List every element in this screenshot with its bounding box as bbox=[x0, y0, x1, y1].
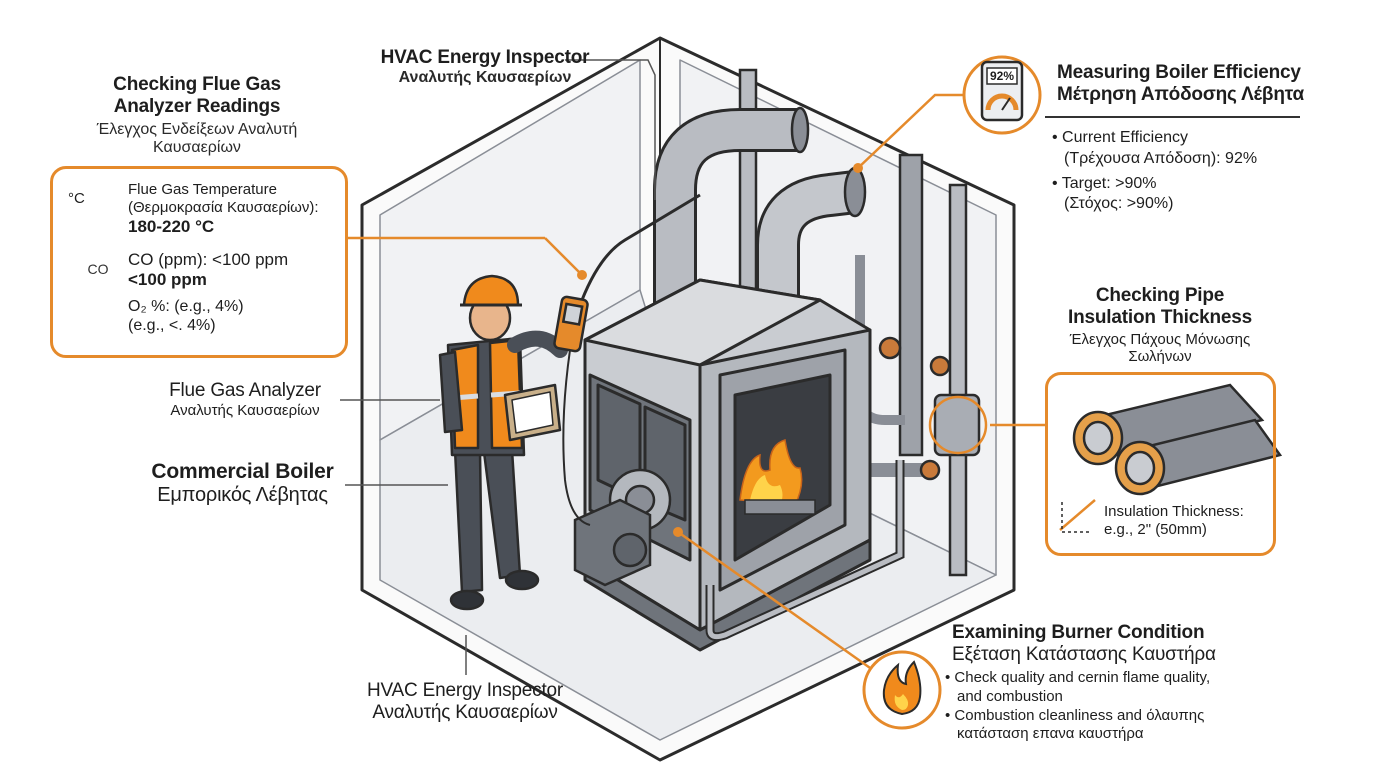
efficiency-bullets: • Current Efficiency (Τρέχουσα Απόδοση):… bbox=[1052, 128, 1352, 215]
top-inspector-subtitle: Αναλυτής Καυσαερίων bbox=[398, 68, 572, 86]
bottom-inspector-subtitle: Αναλυτής Καυσαερίων bbox=[372, 701, 558, 723]
analyzer-subtitle: Αναλυτής Καυσαερίων bbox=[170, 401, 320, 419]
co-value: <100 ppm bbox=[128, 270, 207, 290]
insulation-box bbox=[1045, 372, 1276, 556]
temp-icon-label: °C bbox=[68, 190, 85, 207]
burner-bullet1-line2: and combustion bbox=[957, 687, 1063, 705]
o2-label: O₂ %: (e.g., 4%) bbox=[128, 298, 244, 315]
efficiency-subtitle: Μέτρηση Απόδοσης Λέβητα bbox=[1057, 83, 1304, 105]
insulation-label-line1: Insulation Thickness: bbox=[1104, 503, 1244, 520]
efficiency-divider bbox=[1045, 116, 1300, 118]
boiler-title: Commercial Boiler bbox=[151, 460, 334, 483]
co-reading: CO (ppm): <100 ppm <100 ppm bbox=[128, 250, 343, 291]
efficiency-bullet1-line1: • Current Efficiency bbox=[1052, 129, 1189, 146]
flue-gas-analyzer-device bbox=[553, 193, 701, 526]
insulation-title-line1: Checking Pipe bbox=[1095, 285, 1225, 306]
flue-readings-title-line1: Checking Flue Gas bbox=[113, 74, 281, 95]
gauge-readout: 92% bbox=[989, 69, 1015, 83]
temp-label-gr: (Θερμοκρασία Καυσαερίων): bbox=[128, 199, 319, 216]
insulation-reading: Insulation Thickness: e.g., 2" (50mm) bbox=[1104, 503, 1274, 539]
burner-bullet2-line2: κατάσταση επανα καυστήρα bbox=[957, 725, 1144, 743]
flue-readings-header: Checking Flue Gas Analyzer Readings Έλεγ… bbox=[52, 74, 342, 157]
efficiency-bullet1-line2: (Τρέχουσα Απόδοση): 92% bbox=[1064, 149, 1258, 167]
insulation-header: Checking Pipe Insulation Thickness Έλεγχ… bbox=[1060, 285, 1260, 365]
burner-header: Examining Burner Condition Εξέταση Κατάσ… bbox=[952, 622, 1262, 666]
insulation-title-line2: Insulation Thickness bbox=[1068, 306, 1252, 328]
efficiency-title: Measuring Boiler Efficiency bbox=[1057, 62, 1301, 83]
analyzer-title: Flue Gas Analyzer bbox=[169, 380, 321, 401]
ruler-icon bbox=[1059, 499, 1096, 533]
insulation-subtitle-line1: Έλεγχος Πάχους Μόνωσης bbox=[1069, 330, 1251, 348]
burner-assembly bbox=[573, 468, 672, 587]
insulation-subtitle-line2: Σωλήνων bbox=[1128, 347, 1192, 365]
top-inspector-title: HVAC Energy Inspector bbox=[380, 47, 590, 68]
analyzer-label: Flue Gas Analyzer Αναλυτής Καυσαερίων bbox=[150, 380, 340, 419]
boiler-subtitle: Εμπορικός Λέβητας bbox=[157, 484, 328, 507]
flue-readings-box bbox=[50, 166, 348, 358]
hvac-inspector bbox=[438, 274, 568, 611]
efficiency-bullet2-line1: • Target: >90% bbox=[1052, 174, 1157, 192]
insulated-pipes-illustration bbox=[1072, 383, 1283, 496]
burner-bullet1-line1: • Check quality and cernin flame quality… bbox=[945, 669, 1211, 686]
flue-readings-subtitle-line1: Έλεγχος Ενδείξεων Αναλυτή bbox=[96, 120, 298, 138]
efficiency-gauge-icon bbox=[962, 55, 1042, 135]
co-icon-label: CO bbox=[87, 261, 109, 277]
efficiency-header: Measuring Boiler Efficiency Μέτρηση Απόδ… bbox=[1057, 62, 1357, 106]
insulation-label-line2: e.g., 2" (50mm) bbox=[1104, 521, 1207, 538]
temp-label: Flue Gas Temperature bbox=[128, 181, 277, 198]
commercial-boiler bbox=[583, 278, 872, 652]
boiler-label: Commercial Boiler Εμπορικός Λέβητας bbox=[140, 460, 345, 507]
burner-title: Examining Burner Condition bbox=[952, 622, 1205, 643]
flame-icon bbox=[862, 650, 942, 730]
callout-lines bbox=[340, 59, 1045, 677]
boiler-flame bbox=[739, 439, 816, 515]
top-inspector-label: HVAC Energy Inspector Αναλυτής Καυσαερίω… bbox=[340, 47, 630, 87]
flue-pipes bbox=[653, 106, 867, 330]
burner-subtitle: Εξέταση Κατάστασης Καυστήρα bbox=[952, 643, 1216, 665]
co-label: CO (ppm): <100 ppm bbox=[128, 250, 289, 269]
temp-reading: Flue Gas Temperature (Θερμοκρασία Καυσαε… bbox=[128, 181, 343, 237]
flue-readings-title-line2: Analyzer Readings bbox=[113, 95, 281, 117]
bottom-inspector-title: HVAC Energy Inspector bbox=[366, 680, 564, 701]
burner-bullet2-line1: • Combustion cleanliness and όλαυπης bbox=[945, 706, 1205, 724]
burner-bullets: • Check quality and cernin flame quality… bbox=[945, 669, 1245, 744]
efficiency-bullet2-line2: (Στόχος: >90%) bbox=[1064, 195, 1174, 213]
flue-readings-subtitle-line2: Καυσαερίων bbox=[153, 139, 241, 157]
temp-value: 180-220 °C bbox=[128, 217, 215, 236]
bottom-inspector-label: HVAC Energy Inspector Αναλυτής Καυσαερίω… bbox=[330, 680, 600, 724]
o2-reading: O₂ %: (e.g., 4%) (e.g., <. 4%) bbox=[128, 297, 343, 335]
o2-value: (e.g., <. 4%) bbox=[128, 317, 216, 335]
